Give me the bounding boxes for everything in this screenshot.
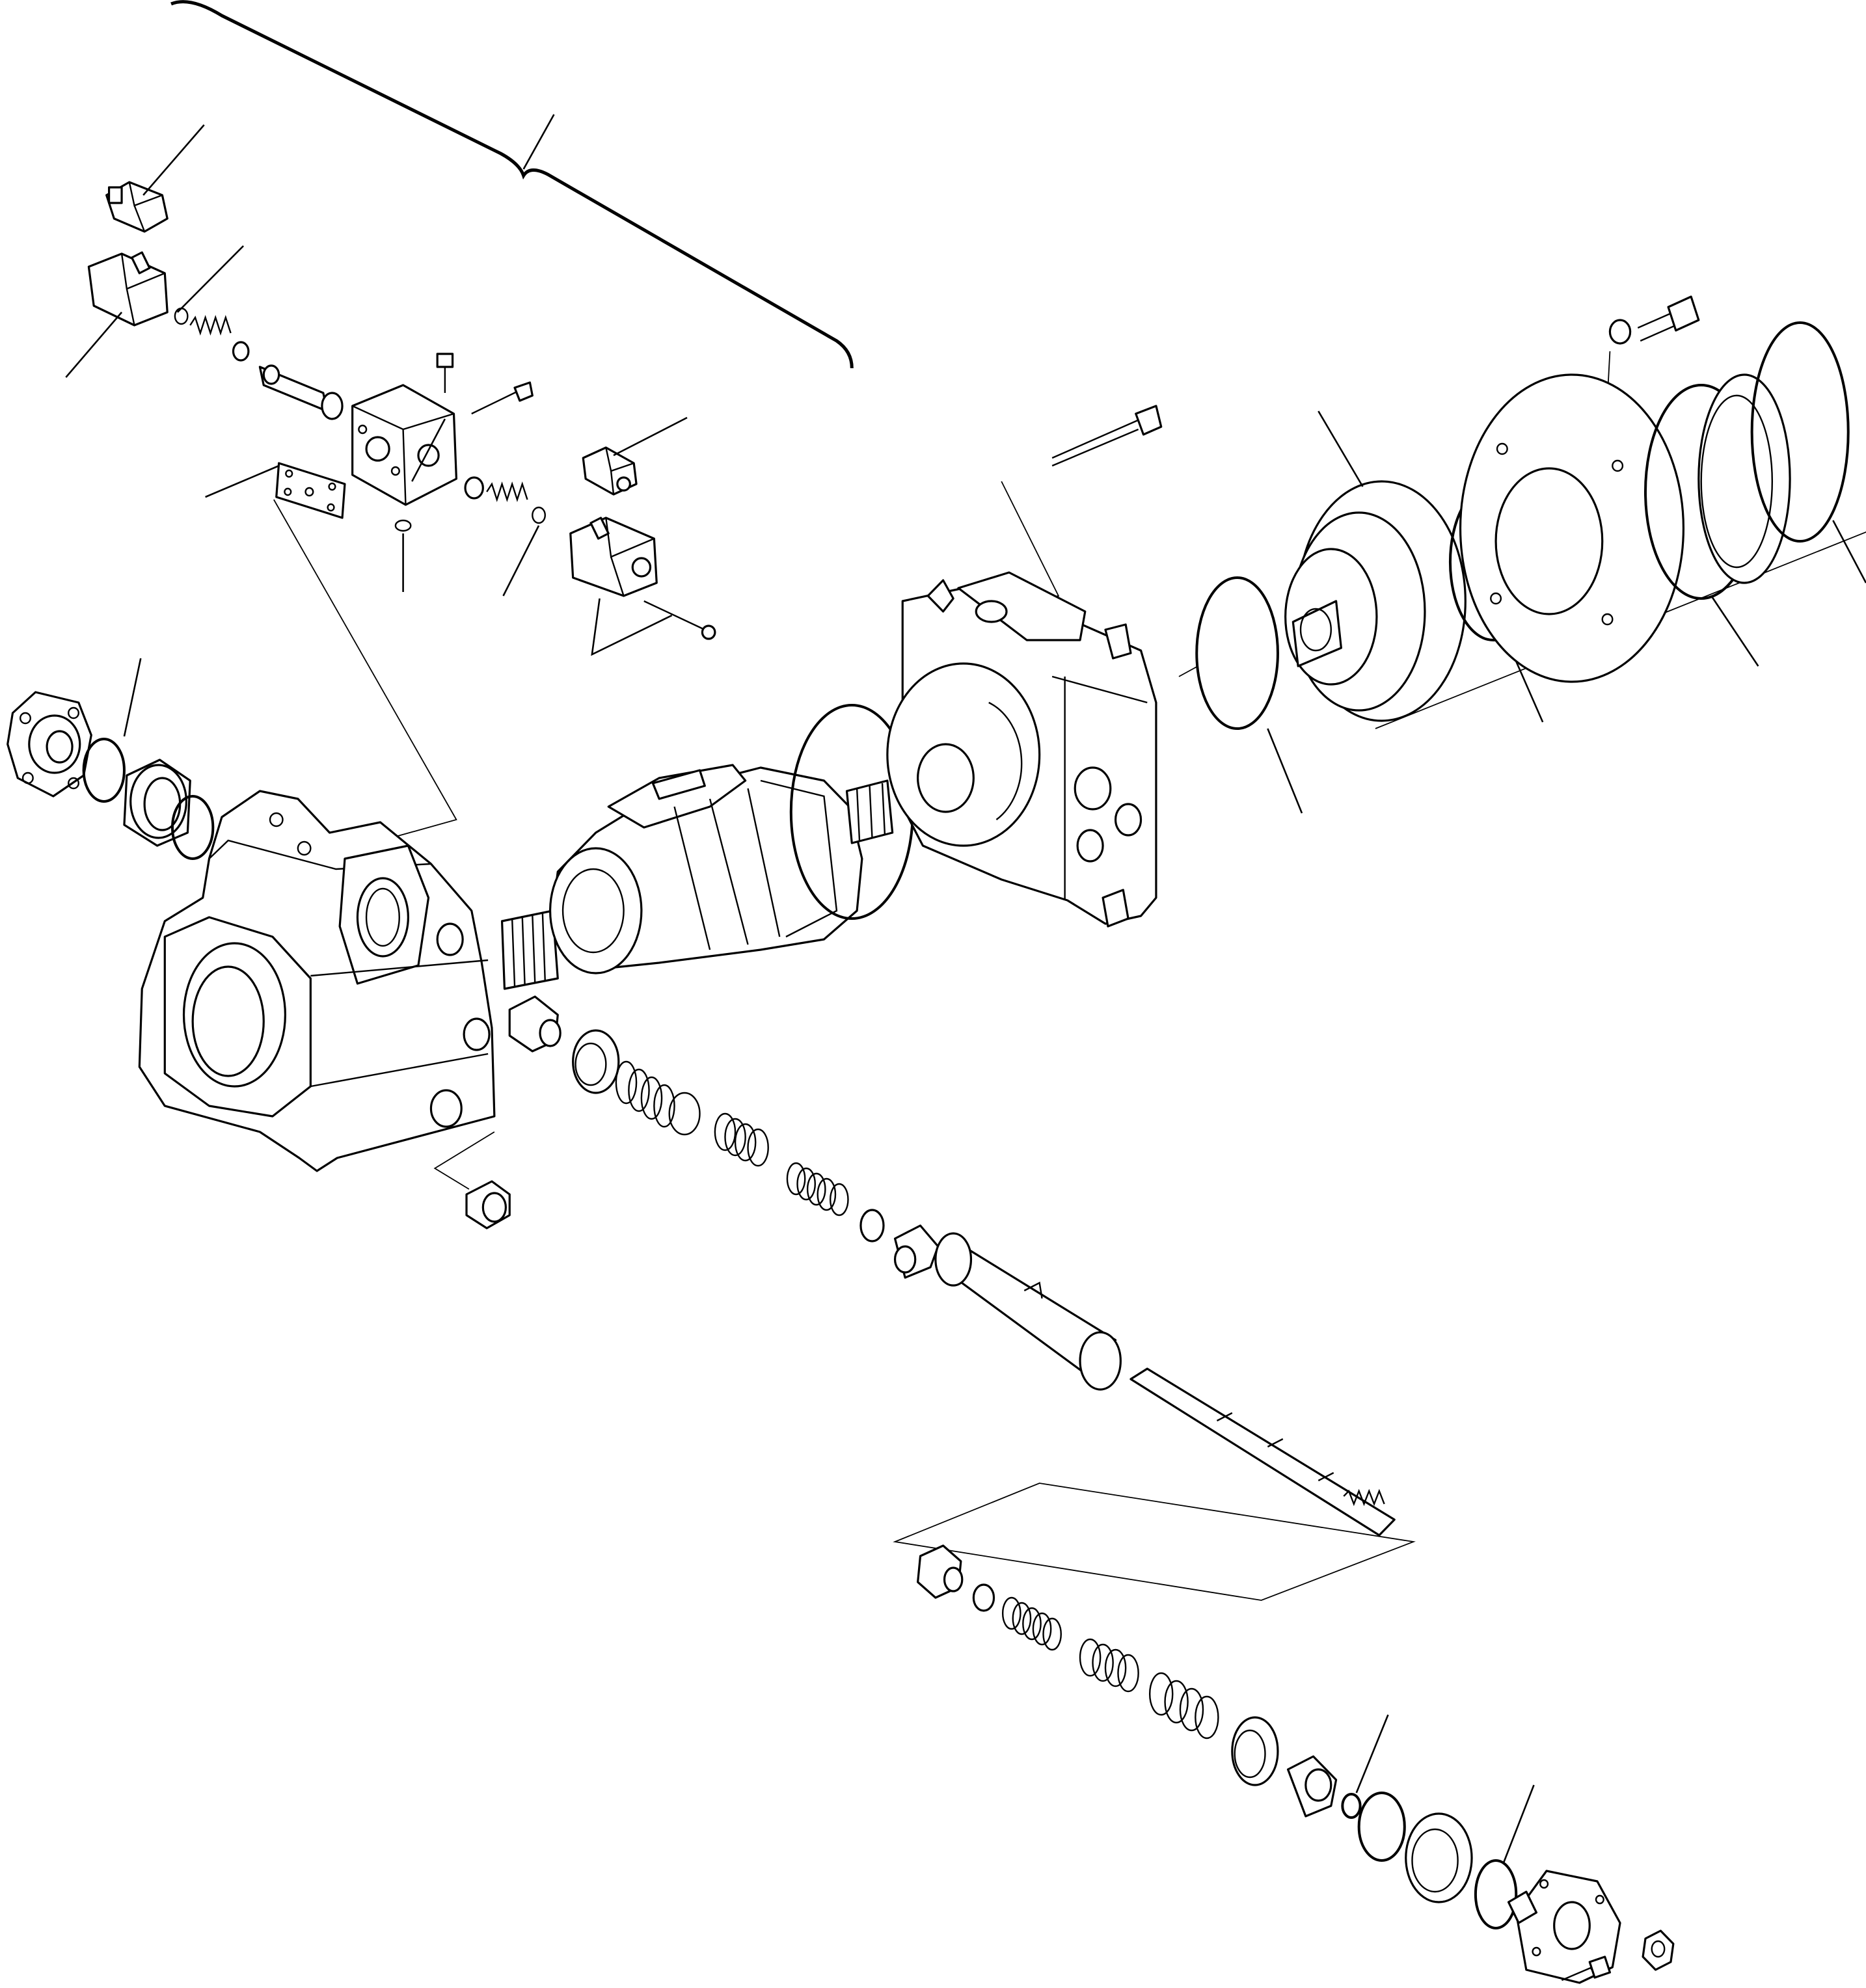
spool-head [895, 1226, 938, 1278]
spring-stack-3 [787, 1163, 848, 1215]
lower-ring [1406, 1814, 1472, 1902]
solenoid-right [571, 518, 715, 654]
leader-lower-oring-cover [1504, 1785, 1534, 1863]
control-shaft [1131, 1369, 1394, 1535]
shaft-seal [1699, 375, 1790, 583]
o-ring-small [175, 308, 187, 324]
connector-plug-top [107, 182, 168, 232]
lower-spring-1 [1003, 1598, 1061, 1650]
lower-oring-large [1359, 1793, 1405, 1860]
spring-small-right [465, 477, 545, 523]
lower-oring-small [1342, 1794, 1360, 1818]
plug-fitting [509, 997, 560, 1051]
pump-housing [139, 791, 494, 1171]
lower-plug [918, 1546, 962, 1598]
lower-spring-3 [1150, 1673, 1218, 1738]
plug-screw-housing [466, 1181, 509, 1228]
bearing-flange [1286, 481, 1466, 721]
leader-oring-left [178, 246, 243, 312]
mounting-plate [1461, 375, 1684, 682]
o-ring-left-2 [172, 796, 213, 859]
lower-bush [1232, 1717, 1278, 1785]
spring-stack-1 [616, 1062, 700, 1135]
leader-connector-top [143, 125, 204, 195]
cover-plate [277, 463, 345, 518]
connector-plug-right [583, 448, 636, 494]
lower-spring-2 [1080, 1639, 1139, 1691]
o-ring-block [396, 520, 411, 531]
cap-screw-flange [1610, 297, 1698, 343]
lower-washer [973, 1585, 994, 1611]
leader-flange-left [124, 658, 141, 736]
drive-shaft-spline [502, 911, 558, 989]
port-plate-housing [887, 572, 1156, 926]
flange-cover-bottom [1509, 1871, 1620, 1983]
spool-left [260, 366, 342, 419]
leader-seal-1 [1711, 596, 1758, 666]
leader-oring-right [504, 526, 539, 596]
leader-bearing-flange [1318, 411, 1362, 487]
nut-bottom [1643, 1931, 1673, 1970]
bush [573, 1030, 619, 1093]
bolt-block [472, 383, 533, 414]
spring-small-left [190, 317, 249, 360]
flange-cover-left [8, 692, 92, 796]
leader-lower-oring-small [1357, 1715, 1388, 1793]
leader-oring-port [1267, 729, 1302, 813]
sleeve [936, 1233, 1120, 1390]
o-ring-port [1197, 578, 1278, 729]
leader-connector-right [614, 418, 687, 455]
solenoid-left [66, 252, 167, 377]
lower-piston [1288, 1756, 1336, 1816]
leader-cover-plate [206, 466, 279, 497]
group-bracket [171, 2, 852, 368]
o-ring-left-1 [84, 739, 124, 801]
shaft-seal-ring-2 [1752, 323, 1848, 541]
rotating-group [550, 765, 862, 973]
leader-seal-2 [1833, 520, 1866, 583]
control-block [353, 385, 457, 505]
screw-top [412, 354, 452, 481]
screw-bottom [1562, 1957, 1610, 1980]
lower-oring-cover [1476, 1860, 1516, 1928]
spacer-washer [861, 1210, 884, 1241]
shaft-end-spline [847, 781, 893, 843]
long-bolt [1052, 406, 1161, 466]
spring-stack-2 [715, 1114, 768, 1166]
